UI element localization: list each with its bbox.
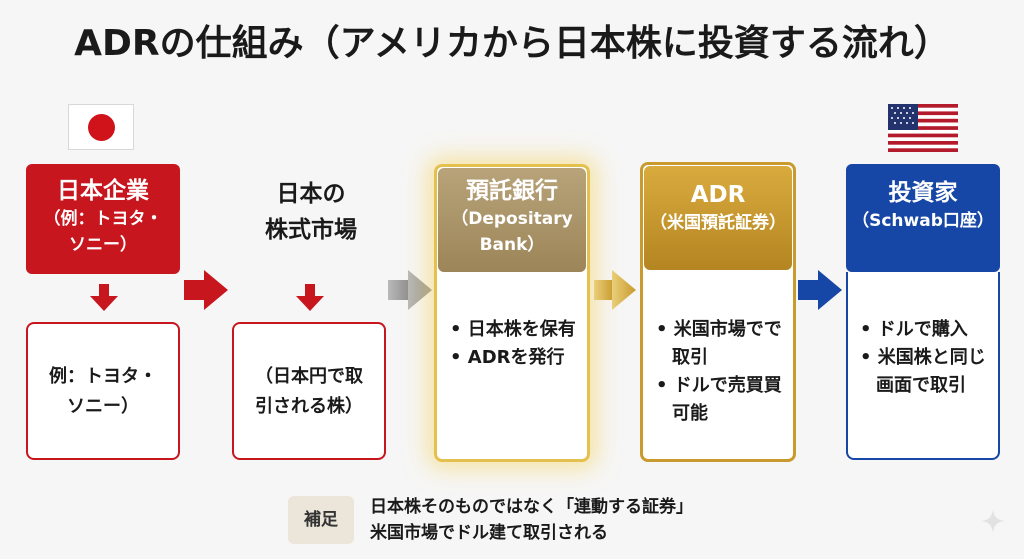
header-subtitle-2: ソニー） bbox=[69, 235, 137, 255]
arrow-down-icon bbox=[296, 284, 324, 311]
list-item: ADRを発行 bbox=[450, 344, 580, 372]
company-example-line2: ソニー） bbox=[67, 396, 139, 417]
header-subtitle: （例：トヨタ・ bbox=[43, 209, 163, 229]
us-flag-icon bbox=[888, 104, 958, 152]
market-description-line2: 引される株） bbox=[255, 396, 363, 417]
list-item: ドルで売買買可能 bbox=[656, 372, 786, 428]
header-title-2: 株式市場 bbox=[265, 217, 357, 243]
arrow-right-icon bbox=[184, 270, 228, 310]
note-tag: 補足 bbox=[288, 496, 354, 544]
page-title: ADRの仕組み（アメリカから日本株に投資する流れ） bbox=[74, 23, 950, 64]
header-subtitle: （米国預託証券） bbox=[650, 213, 786, 233]
adr-header: ADR （米国預託証券） bbox=[644, 166, 792, 270]
note-line2: 米国市場でドル建て取引される bbox=[370, 523, 608, 543]
adr-bullets: 米国市場でで取引 ドルで売買買可能 bbox=[656, 316, 786, 428]
market-description-line1: （日本円で取 bbox=[255, 366, 363, 387]
list-item: 米国株と同じ画面で取引 bbox=[860, 344, 996, 400]
list-item: 米国市場でで取引 bbox=[656, 316, 786, 372]
arrow-right-icon bbox=[594, 270, 636, 310]
header-title: ADR bbox=[690, 182, 746, 208]
note-text: 日本株そのものではなく「連動する証券」 米国市場でドル建て取引される bbox=[370, 494, 693, 546]
japanese-company-box bbox=[26, 322, 180, 460]
header-title: 日本企業 bbox=[57, 178, 149, 204]
market-description: （日本円で取 引される株） bbox=[232, 362, 386, 422]
depositary-bank-header: 預託銀行 （Depositary Bank） bbox=[438, 168, 586, 272]
header-subtitle: （Schwab口座） bbox=[852, 211, 994, 231]
japan-market-box bbox=[232, 322, 386, 460]
header-title: 預託銀行 bbox=[466, 178, 558, 204]
japanese-company-header: 日本企業 （例：トヨタ・ ソニー） bbox=[26, 164, 180, 274]
list-item: 日本株を保有 bbox=[450, 316, 580, 344]
depositary-bank-bullets: 日本株を保有 ADRを発行 bbox=[450, 316, 580, 372]
note-line1: 日本株そのものではなく「連動する証券」 bbox=[370, 497, 693, 517]
list-item: ドルで購入 bbox=[860, 316, 996, 344]
header-title: 日本の bbox=[276, 181, 346, 207]
sparkle-icon bbox=[981, 509, 1005, 533]
arrow-down-icon bbox=[90, 284, 118, 311]
company-example-line1: 例：トヨタ・ bbox=[49, 366, 157, 387]
arrow-right-icon bbox=[388, 270, 432, 310]
company-example: 例：トヨタ・ ソニー） bbox=[26, 362, 180, 422]
header-subtitle-2: Bank） bbox=[479, 235, 545, 255]
japan-flag-icon bbox=[68, 104, 134, 150]
arrow-right-icon bbox=[798, 270, 842, 310]
investor-bullets: ドルで購入 米国株と同じ画面で取引 bbox=[860, 316, 996, 400]
japan-market-header: 日本の 株式市場 bbox=[236, 176, 386, 248]
investor-header: 投資家 （Schwab口座） bbox=[846, 164, 1000, 272]
header-subtitle: （Depositary bbox=[451, 209, 573, 229]
header-title: 投資家 bbox=[888, 180, 958, 206]
